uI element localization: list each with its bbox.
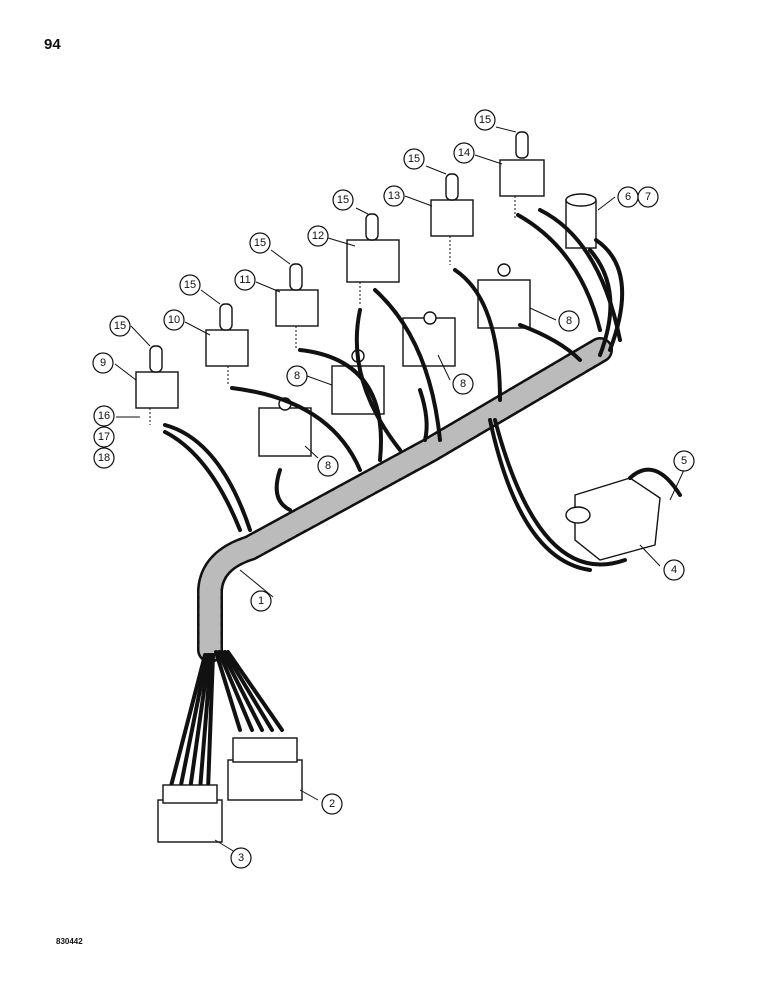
svg-text:8: 8 xyxy=(325,460,331,472)
svg-text:14: 14 xyxy=(458,147,470,159)
svg-text:10: 10 xyxy=(168,314,180,326)
callout-7: 7 xyxy=(637,186,659,208)
harness-trunk xyxy=(197,337,613,663)
svg-text:18: 18 xyxy=(98,452,110,464)
switch-13 xyxy=(430,173,474,265)
rocker-switch-8d xyxy=(477,263,531,329)
switch-14 xyxy=(499,131,545,220)
callout-16: 16 xyxy=(93,405,115,427)
svg-text:5: 5 xyxy=(681,455,687,467)
connector-3 xyxy=(157,784,223,843)
callout-3: 3 xyxy=(230,847,252,869)
callout-14: 14 xyxy=(453,142,475,164)
callout-15-switch-10: 15 xyxy=(179,274,201,296)
svg-text:15: 15 xyxy=(408,153,420,165)
connector-2 xyxy=(227,737,303,801)
callout-10: 10 xyxy=(163,309,185,331)
svg-text:9: 9 xyxy=(100,357,106,369)
callout-8-rocker-a: 8 xyxy=(317,455,339,477)
harness-wires-to-connectors xyxy=(168,650,284,792)
callout-2: 2 xyxy=(321,793,343,815)
callout-15-switch-13: 15 xyxy=(403,148,425,170)
callout-17: 17 xyxy=(93,426,115,448)
svg-text:8: 8 xyxy=(566,315,572,327)
drawing-code: 830442 xyxy=(56,937,83,946)
callout-9: 9 xyxy=(92,352,114,374)
svg-text:2: 2 xyxy=(329,798,335,810)
callout-6: 6 xyxy=(617,186,639,208)
callout-8-rocker-d: 8 xyxy=(558,310,580,332)
rocker-switch-8a xyxy=(258,397,312,512)
callout-5: 5 xyxy=(673,450,695,472)
svg-text:4: 4 xyxy=(671,564,677,576)
svg-text:15: 15 xyxy=(479,114,491,126)
svg-text:6: 6 xyxy=(625,191,631,203)
switch-10 xyxy=(205,303,249,385)
callout-8-rocker-c: 8 xyxy=(452,373,474,395)
callout-15-switch-12: 15 xyxy=(332,189,354,211)
switch-9 xyxy=(135,345,179,425)
svg-text:11: 11 xyxy=(239,274,250,286)
svg-text:7: 7 xyxy=(645,191,651,203)
page-number: 94 xyxy=(44,36,61,53)
svg-text:8: 8 xyxy=(294,370,300,382)
svg-text:3: 3 xyxy=(238,852,244,864)
svg-text:1: 1 xyxy=(258,595,264,607)
callout-12: 12 xyxy=(307,225,329,247)
callout-18: 18 xyxy=(93,447,115,469)
callout-1: 1 xyxy=(250,590,272,612)
svg-text:12: 12 xyxy=(312,230,324,242)
indicator-lamp xyxy=(538,193,625,357)
callout-15-switch-14: 15 xyxy=(474,109,496,131)
svg-text:15: 15 xyxy=(254,237,266,249)
svg-text:13: 13 xyxy=(388,190,400,202)
module-4 xyxy=(488,418,661,572)
callout-11: 11 xyxy=(234,269,256,291)
switch-11 xyxy=(275,263,319,350)
svg-text:17: 17 xyxy=(98,431,110,443)
callout-15-switch-11: 15 xyxy=(249,232,271,254)
callout-4: 4 xyxy=(663,559,685,581)
leader-lines xyxy=(114,126,685,856)
callout-13: 13 xyxy=(383,185,405,207)
switch-12 xyxy=(346,213,400,305)
svg-text:16: 16 xyxy=(98,410,110,422)
svg-text:15: 15 xyxy=(184,279,196,291)
switch-wires xyxy=(163,213,602,532)
svg-text:8: 8 xyxy=(460,378,466,390)
svg-text:15: 15 xyxy=(114,320,126,332)
callout-15-switch-9: 15 xyxy=(109,315,131,337)
svg-text:15: 15 xyxy=(337,194,349,206)
callout-8-rocker-b: 8 xyxy=(286,365,308,387)
